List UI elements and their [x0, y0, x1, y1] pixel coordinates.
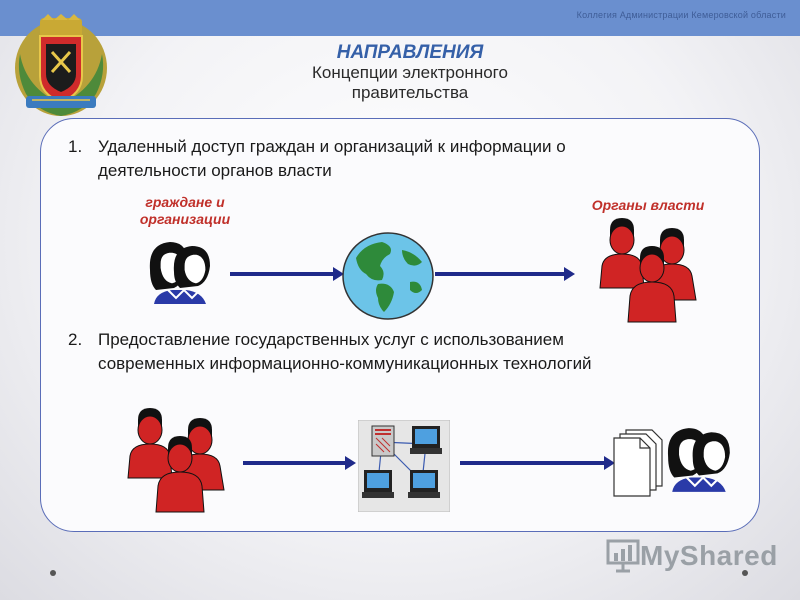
officials-group-icon	[127, 408, 225, 513]
coat-of-arms-icon	[15, 14, 107, 116]
people-pair-icon	[149, 242, 210, 304]
authorities-label: Органы власти	[591, 197, 705, 213]
presentation-icon	[606, 539, 640, 573]
arrow-3	[243, 456, 356, 470]
title-main: НАПРАВЛЕНИЯ	[336, 42, 484, 63]
item-number: 2.	[68, 330, 83, 349]
title-line-2: Концепции электронного	[312, 63, 508, 82]
network-computers-icon	[358, 420, 450, 512]
documents-icon	[613, 429, 663, 497]
top-bar: Коллегия Администрации Кемеровской облас…	[0, 0, 800, 36]
arrow-1	[230, 267, 344, 281]
title-line-3: правительства	[351, 83, 469, 102]
arrow-2	[435, 267, 575, 281]
citizens-label-line-1: граждане и	[145, 194, 225, 210]
globe-icon	[342, 232, 434, 320]
header-small-text: Коллегия Администрации Кемеровской облас…	[576, 10, 786, 20]
title-block: НАПРАВЛЕНИЯ Концепции электронного прави…	[280, 43, 540, 103]
watermark-text: MyShared	[640, 540, 778, 571]
item-number: 1.	[68, 137, 83, 156]
item-text-line-1: Предоставление государственных услуг с и…	[98, 330, 564, 349]
people-pair-icon	[667, 428, 730, 492]
arrow-4	[460, 456, 615, 470]
item-text-line-2: современных информационно-коммуникационн…	[98, 354, 592, 373]
item-text-line-1: Удаленный доступ граждан и организаций к…	[98, 137, 566, 156]
citizens-label-line-2: организации	[139, 211, 231, 227]
officials-group-icon	[599, 218, 697, 323]
citizens-label: граждане и организации	[130, 194, 240, 228]
corner-dot-right	[742, 570, 748, 576]
corner-dot-left	[50, 570, 56, 576]
item-text-line-2: деятельности органов власти	[98, 161, 332, 180]
watermark: MyShared	[606, 536, 778, 576]
